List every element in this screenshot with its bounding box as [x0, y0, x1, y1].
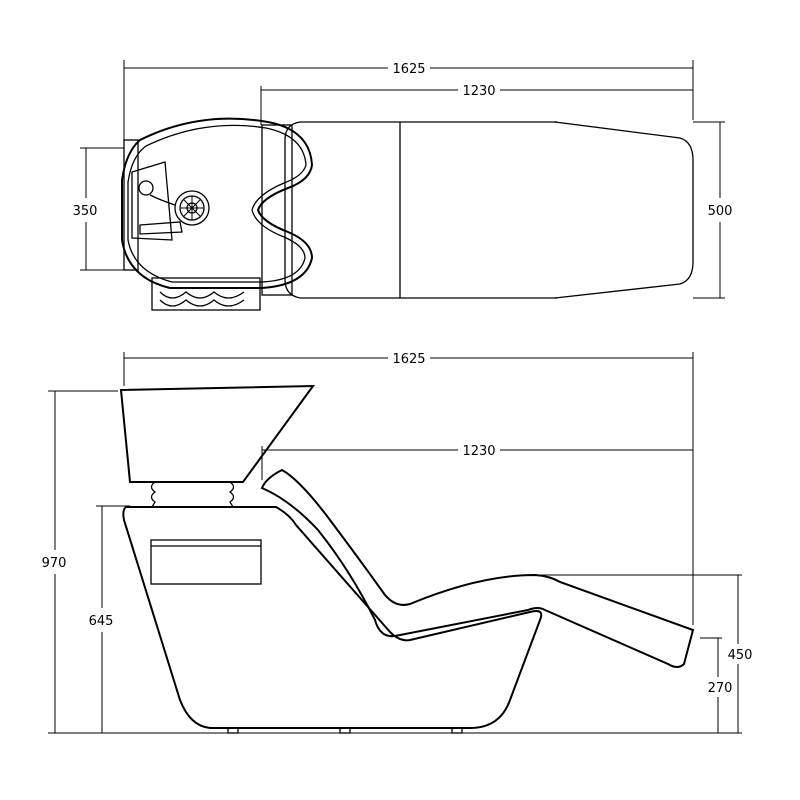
top-cushion: [284, 121, 694, 299]
top-cushion-length-label: 1230: [462, 84, 495, 99]
top-view: 1625 1230 350 500: [73, 60, 733, 311]
side-base-height-label: 645: [89, 614, 114, 629]
side-dimension-1625: 1625: [123, 352, 694, 625]
side-overall-height-label: 970: [42, 556, 67, 571]
top-dimension-1625: 1625: [123, 60, 694, 140]
top-bottom-rollers: [151, 277, 261, 311]
top-overall-length-label: 1625: [392, 62, 425, 77]
side-footrest-base-label: 270: [708, 681, 733, 696]
side-dimension-450: 450: [540, 574, 753, 733]
top-dimension-1230: 1230: [260, 84, 693, 125]
side-overall-length-label: 1625: [392, 352, 425, 367]
top-dimension-350: 350: [73, 147, 124, 271]
side-footrest-height-label: 450: [728, 648, 753, 663]
side-cushion-length-label: 1230: [462, 444, 495, 459]
top-dimension-500: 500: [693, 121, 733, 299]
side-dimension-970: 970: [42, 390, 118, 734]
side-recliner-cushion: [260, 468, 695, 668]
top-base-block: [123, 139, 139, 271]
side-view: 1625 1230 970 645 450: [42, 352, 753, 734]
top-basin-width-label: 350: [73, 204, 98, 219]
side-bellows-support: [150, 481, 235, 508]
top-cushion-width-label: 500: [708, 204, 733, 219]
side-dimension-1230: 1230: [261, 444, 693, 480]
side-dimension-645: 645: [89, 505, 130, 733]
side-base-cabinet: [122, 506, 543, 734]
side-dimension-270: 270: [700, 637, 733, 733]
side-basin-bowl: [119, 384, 315, 483]
top-connector-block: [261, 124, 293, 296]
top-faucet-drain-icon: [131, 161, 210, 241]
top-basin: [121, 117, 314, 289]
